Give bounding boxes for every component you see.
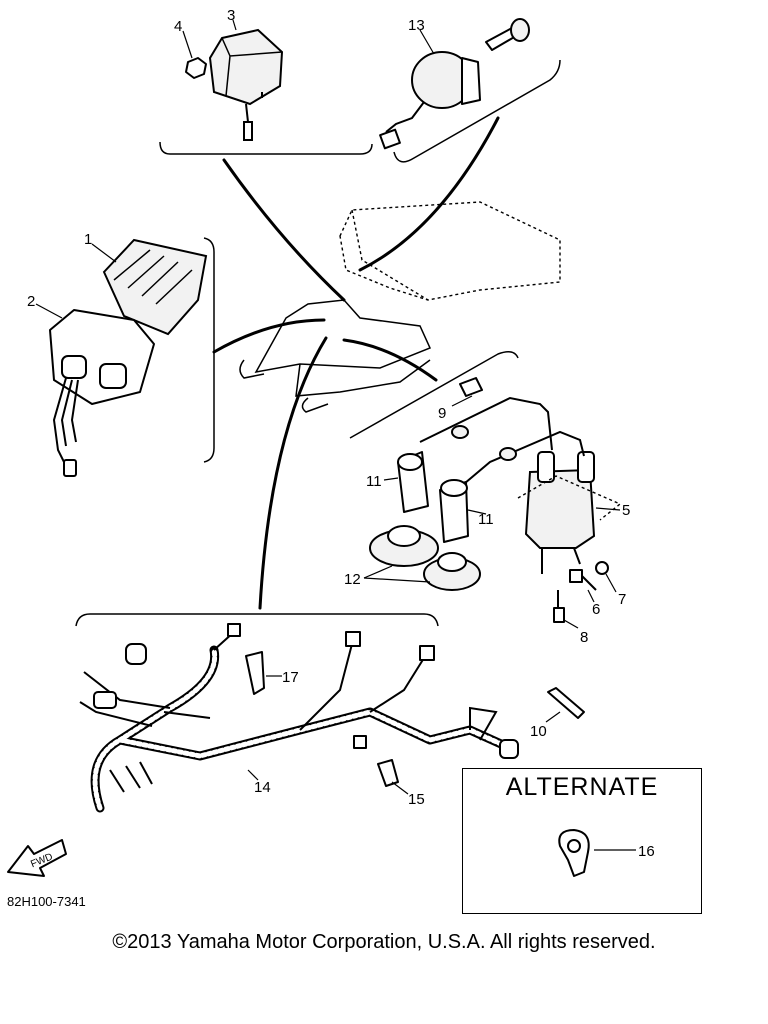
cdi-case-part-2 — [49, 309, 155, 477]
terminal-part-8 — [553, 590, 565, 623]
callout-14: 14 — [254, 779, 271, 796]
seal-part-12b — [423, 552, 481, 591]
nut-part-4 — [185, 57, 207, 79]
tie-part-10 — [547, 687, 585, 719]
copyright-notice: ©2013 Yamaha Motor Corporation, U.S.A. A… — [112, 931, 656, 953]
callout-11a: 11 — [366, 473, 382, 490]
clamp-part-15 — [377, 759, 399, 787]
grommet-part-17 — [245, 651, 265, 695]
callout-16: 16 — [638, 843, 655, 860]
callout-1: 1 — [84, 231, 92, 248]
rectifier-regulator-part-3 — [208, 28, 284, 141]
pointer-arrow-14 — [258, 336, 328, 610]
washer-part-7 — [595, 561, 609, 575]
bracket-top-right — [393, 59, 561, 163]
spark-plug-cap-part-11b — [439, 479, 469, 543]
seal-part-12a — [369, 525, 439, 567]
callout-17: 17 — [282, 669, 299, 686]
spark-plug-cap-part-11a — [397, 451, 429, 513]
callout-10: 10 — [530, 723, 547, 740]
callout-5: 5 — [622, 502, 630, 519]
callout-11b: 11 — [478, 511, 494, 528]
ignition-coil-part-5 — [517, 451, 622, 574]
frame-seat-outline — [239, 201, 561, 413]
callout-3: 3 — [227, 7, 235, 24]
pointer-arrow-5 — [342, 338, 438, 382]
callout-7: 7 — [618, 591, 626, 608]
bracket-top-left — [159, 141, 373, 155]
forward-direction-arrow: FWD — [7, 839, 67, 877]
callout-4: 4 — [174, 18, 182, 35]
callout-12: 12 — [344, 571, 361, 588]
callout-9: 9 — [438, 405, 446, 422]
alternate-title: ALTERNATE — [505, 773, 659, 801]
bracket-left — [203, 237, 215, 463]
bolt-part-6 — [569, 569, 597, 591]
callout-13: 13 — [408, 17, 425, 34]
pointer-arrow-13 — [358, 116, 500, 272]
plug-lead-cable — [419, 396, 585, 495]
key-part-13 — [485, 18, 530, 51]
callout-8: 8 — [580, 629, 588, 646]
bracket-harness — [75, 613, 439, 627]
main-switch-part-13 — [379, 51, 481, 150]
callout-6: 6 — [592, 601, 600, 618]
clamp-part-16 — [558, 829, 590, 877]
cdi-unit-part-1 — [102, 238, 208, 336]
wire-harness-part-14 — [79, 623, 519, 813]
bracket-coil-group — [349, 351, 519, 439]
callout-2: 2 — [27, 293, 35, 310]
clip-part-9 — [459, 377, 483, 397]
figure-code: 82H100-7341 — [7, 894, 86, 909]
alternate-box: ALTERNATE — [462, 768, 702, 914]
callout-15: 15 — [408, 791, 425, 808]
pointer-arrow-3 — [222, 158, 346, 302]
pointer-arrow-1-2 — [212, 318, 326, 354]
